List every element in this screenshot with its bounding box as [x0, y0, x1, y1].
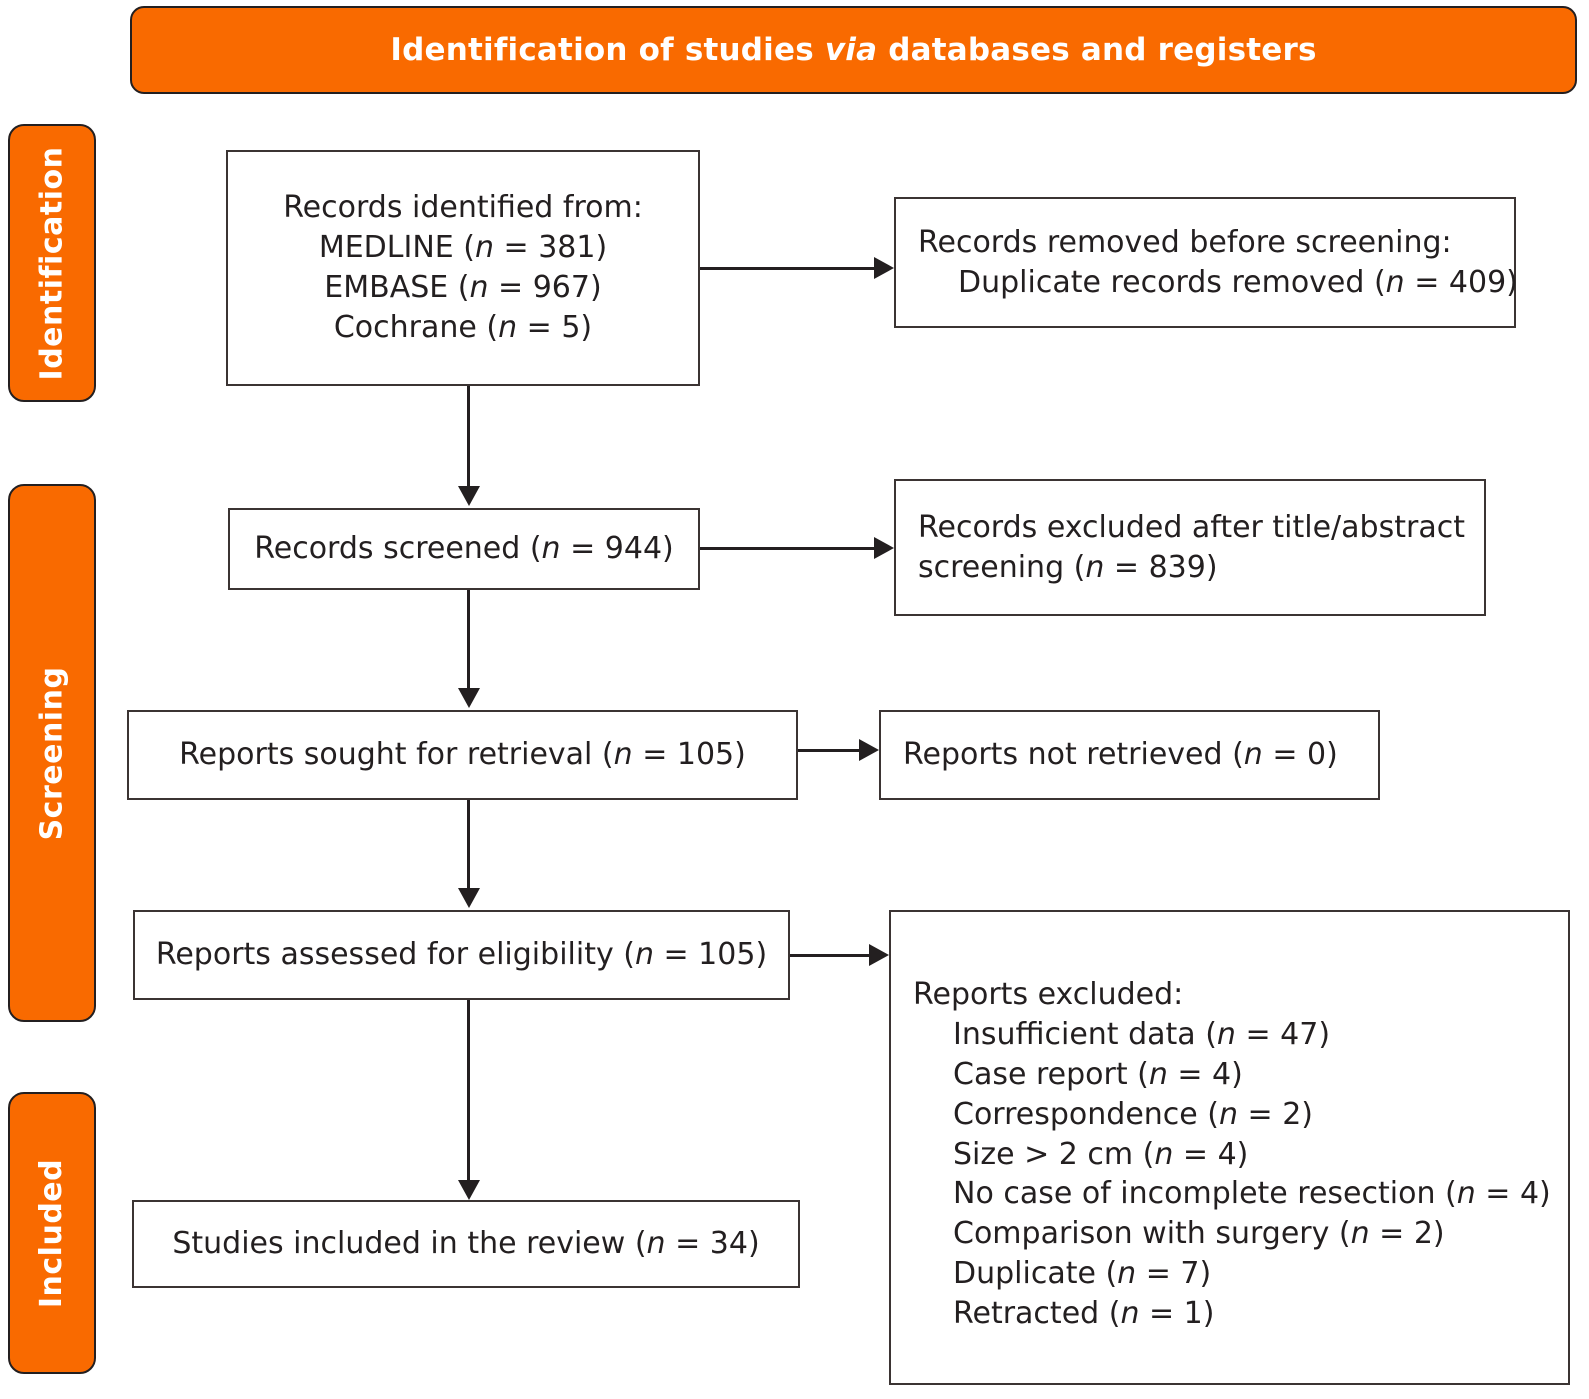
box-records-removed-before-screening: Records removed before screening: Duplic…	[894, 197, 1518, 328]
box-line: Reports assessed for eligibility (n = 10…	[155, 937, 768, 973]
box-line: EMBASE (n = 967)	[324, 270, 602, 305]
stage-label-screening: Screening	[8, 484, 96, 1022]
box-records-identified: Records identified from: MEDLINE (n = 38…	[226, 150, 700, 386]
box-reports-not-retrieved: Reports not retrieved (n = 0)	[879, 710, 1380, 800]
connector-screened-to-excluded-arrow	[874, 537, 894, 559]
connector-screened-to-sought-line	[467, 590, 470, 690]
stage-label-included: Included	[8, 1092, 96, 1374]
connector-screened-to-sought-arrow	[458, 688, 480, 708]
box-line: screening (n = 839)	[918, 549, 1218, 585]
box-line: Records excluded after title/abstract	[918, 509, 1465, 545]
stage-label-identification-text: Identification	[34, 146, 70, 380]
box-line: Records screened (n = 944)	[254, 531, 674, 567]
header-title-via: via	[824, 32, 878, 68]
connector-assessed-to-reports-excluded-arrow	[869, 944, 889, 966]
connector-assessed-to-included-line	[467, 1000, 470, 1182]
box-line: Case report (n = 4)	[953, 1056, 1243, 1092]
connector-assessed-to-reports-excluded-line	[790, 954, 873, 957]
box-reports-sought-for-retrieval: Reports sought for retrieval (n = 105)	[127, 710, 798, 800]
box-line: Reports not retrieved (n = 0)	[903, 737, 1338, 773]
box-line: Duplicate (n = 7)	[953, 1256, 1212, 1292]
box-line: Records removed before screening:	[918, 224, 1452, 260]
connector-sought-to-not-retrieved-arrow	[859, 739, 879, 761]
box-line: Duplicate records removed (n = 409)	[958, 264, 1518, 300]
stage-label-screening-text: Screening	[34, 666, 70, 840]
box-line: Size > 2 cm (n = 4)	[953, 1136, 1249, 1172]
box-records-screened: Records screened (n = 944)	[228, 508, 700, 590]
box-line: No case of incomplete resection (n = 4)	[953, 1176, 1551, 1212]
connector-identified-to-removed-line	[700, 267, 878, 270]
connector-sought-to-not-retrieved-line	[798, 749, 863, 752]
stage-label-included-text: Included	[34, 1158, 70, 1308]
box-line: Correspondence (n = 2)	[953, 1096, 1314, 1132]
connector-identified-to-removed-arrow	[874, 257, 894, 279]
header-title: Identification of studies via databases …	[390, 32, 1317, 68]
box-line: Comparison with surgery (n = 2)	[953, 1216, 1445, 1252]
box-line: MEDLINE (n = 381)	[318, 230, 608, 266]
stage-label-identification: Identification	[8, 124, 96, 402]
box-reports-assessed-for-eligibility: Reports assessed for eligibility (n = 10…	[133, 910, 790, 1000]
connector-sought-to-assessed-line	[467, 800, 470, 890]
box-studies-included-in-review: Studies included in the review (n = 34)	[132, 1200, 800, 1288]
box-line: Reports sought for retrieval (n = 105)	[179, 737, 746, 773]
connector-identified-to-screened-line	[467, 386, 470, 488]
connector-sought-to-assessed-arrow	[458, 888, 480, 908]
box-line: Cochrane (n = 5)	[333, 309, 593, 345]
box-line: Insufficient data (n = 47)	[953, 1016, 1331, 1052]
box-line: Retracted (n = 1)	[953, 1296, 1215, 1332]
box-line: Studies included in the review (n = 34)	[172, 1226, 760, 1262]
connector-screened-to-excluded-line	[700, 547, 878, 550]
box-records-excluded-title-abstract: Records excluded after title/abstract sc…	[894, 479, 1486, 616]
diagram-header-banner: Identification of studies via databases …	[130, 6, 1577, 94]
box-line: Records identified from:	[283, 190, 643, 226]
box-heading: Reports excluded:	[913, 976, 1184, 1012]
connector-identified-to-screened-arrow	[458, 486, 480, 506]
box-reports-excluded: Reports excluded: Insufficient data (n =…	[889, 910, 1570, 1385]
connector-assessed-to-included-arrow	[458, 1180, 480, 1200]
